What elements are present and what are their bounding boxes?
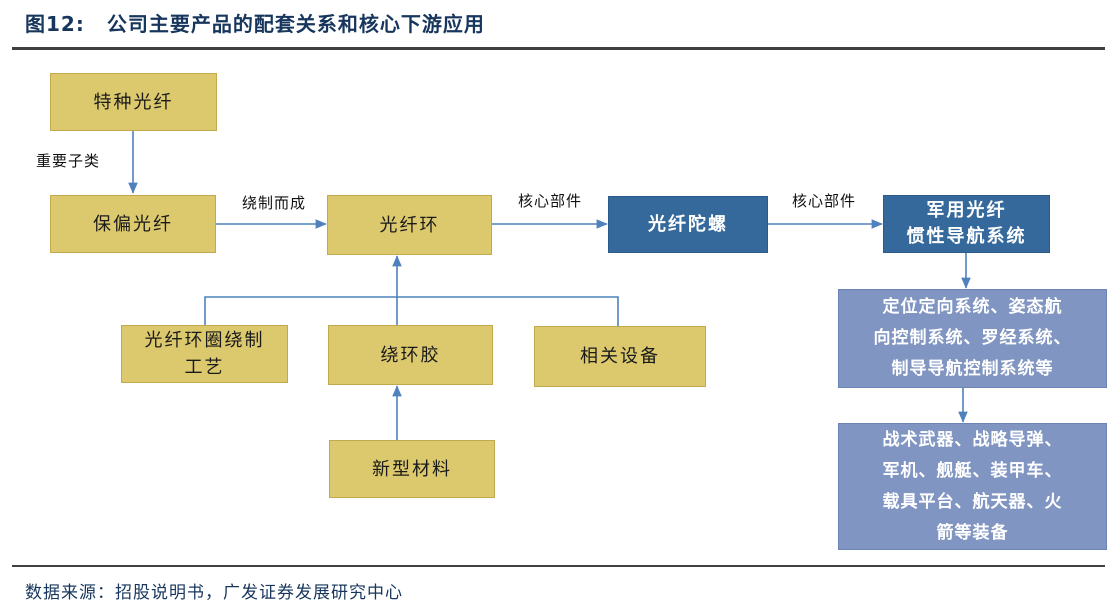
figure-title: 图12: 公司主要产品的配套关系和核心下游应用 [25, 8, 1095, 37]
footer-divider [12, 565, 1105, 567]
node-new-material: 新型材料 [329, 440, 495, 498]
node-special-fiber: 特种光纤 [50, 73, 217, 131]
edge-label-core-component-2: 核心部件 [791, 192, 856, 210]
node-guidance-systems: 定位定向系统、姿态航 向控制系统、罗经系统、 制导导航控制系统等 [838, 289, 1107, 388]
edge-label-important-subtype: 重要子类 [36, 152, 101, 170]
node-pm-fiber: 保偏光纤 [50, 195, 216, 253]
title-divider [12, 47, 1105, 50]
node-fiber-ring: 光纤环 [327, 195, 492, 255]
node-winding-process: 光纤环圈绕制 工艺 [121, 325, 288, 383]
figure-title-text: 公司主要产品的配套关系和核心下游应用 [106, 12, 485, 36]
edge-label-core-component-1: 核心部件 [517, 192, 582, 210]
figure-number: 图12: [25, 12, 85, 36]
node-military-nav-system: 军用光纤 惯性导航系统 [883, 195, 1050, 253]
node-weapon-platforms: 战术武器、战略导弹、 军机、舰艇、装甲车、 载具平台、航天器、火 箭等装备 [838, 423, 1107, 550]
node-ring-glue: 绕环胶 [328, 325, 493, 385]
node-fiber-gyroscope: 光纤陀螺 [608, 196, 768, 253]
edge-label-wound-into: 绕制而成 [241, 194, 306, 212]
data-source: 数据来源：招股说明书，广发证券发展研究中心 [25, 583, 403, 603]
node-related-equipment: 相关设备 [534, 326, 706, 387]
